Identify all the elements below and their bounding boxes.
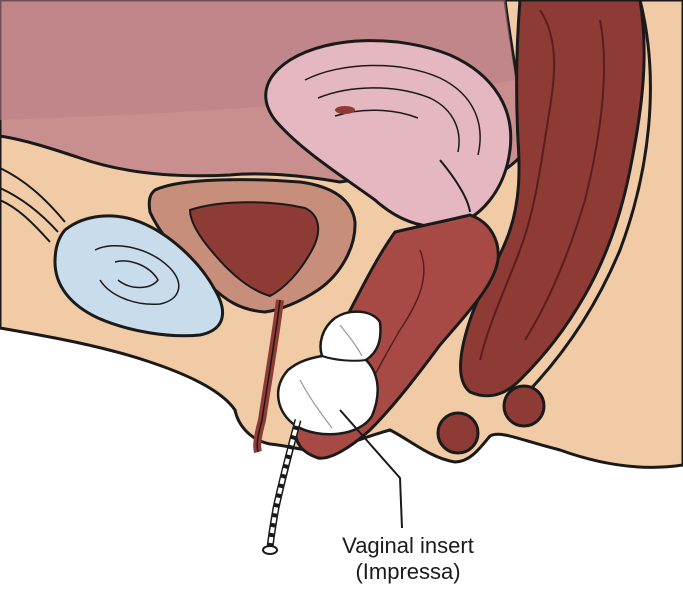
annotation-leader-line	[339, 409, 403, 529]
annotation-label-line1: Vaginal insert	[342, 533, 474, 558]
vaginal-insert	[276, 310, 382, 436]
rectum	[459, 0, 646, 398]
pubic-bone	[53, 214, 224, 338]
annotation-label-line2: (Impressa)	[355, 559, 461, 584]
anal-sphincter-left	[436, 411, 480, 455]
anal-sphincter-right	[502, 384, 546, 428]
